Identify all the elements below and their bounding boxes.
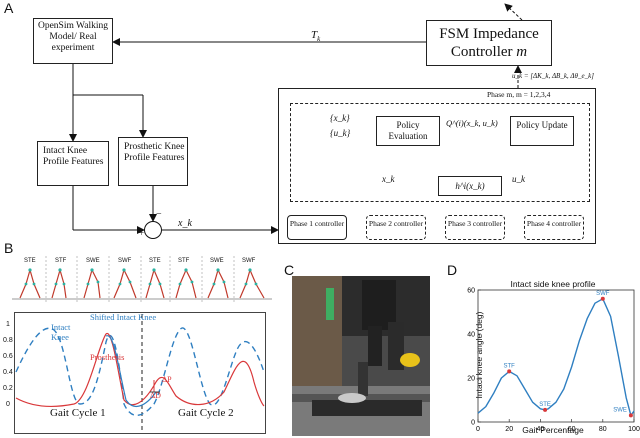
- phase-label: STF: [178, 258, 190, 264]
- fsm-m: m: [516, 44, 528, 60]
- y-tick: 0.6: [3, 353, 13, 360]
- phase-1-text: Phase 1 controller: [289, 219, 345, 228]
- y-tick-label: 0: [471, 420, 475, 427]
- prosthesis-experiment-photo: [292, 276, 430, 436]
- policy-h-box: h^i(x_k): [438, 176, 502, 196]
- gait-cycle-1-label: Gait Cycle 1: [50, 407, 106, 419]
- phase-4-controller: Phase 4 controller: [524, 215, 584, 240]
- opensim-box-text: OpenSim Walking Model/ Real experiment: [37, 21, 109, 53]
- uk-set-label: {u_k}: [330, 128, 351, 138]
- policy-evaluation-text: Policy Evaluation: [388, 120, 428, 141]
- panel-b-curves: [15, 314, 265, 432]
- x-tick-label: 80: [599, 426, 607, 433]
- y-tick: 1: [6, 321, 10, 328]
- phase-label: STE: [149, 258, 161, 264]
- policy-evaluation-box: Policy Evaluation: [376, 116, 440, 146]
- gait-cycle-2-label: Gait Cycle 2: [178, 407, 234, 419]
- chart-xlabel: Gait Percentage: [522, 425, 584, 435]
- phase-annotation: STE: [539, 402, 551, 408]
- phase-2-text: Phase 2 controller: [368, 219, 424, 228]
- xk-in-label: x_k: [382, 174, 395, 184]
- x-tick-label: 60: [568, 426, 576, 433]
- prosthetic-knee-box: Prosthetic Knee Profile Features: [118, 137, 188, 186]
- prosthesis-photo-illustration: [292, 276, 430, 436]
- y-tick: 0: [6, 401, 10, 408]
- sum-plus: +: [139, 228, 145, 238]
- panel-b-label: B: [4, 240, 14, 256]
- phase-2-controller: Phase 2 controller: [366, 215, 426, 240]
- tk-label: Tk: [311, 29, 320, 43]
- tk-label-sub: k: [317, 35, 321, 44]
- phase-annotation: STF: [504, 363, 516, 369]
- gait-stick-figures: [12, 256, 272, 302]
- uk-formula: u_k = [ΔK_k, ΔB_k, Δθ_e_k]: [512, 72, 594, 80]
- y-tick-label: 20: [467, 376, 475, 383]
- plot-area: [477, 289, 635, 423]
- gait-phase-labels: STE STF SWE SWF STE STF SWE SWF: [14, 258, 266, 270]
- x-tick-label: 40: [537, 426, 545, 433]
- phase-4-text: Phase 4 controller: [526, 219, 582, 228]
- phase-marker: [628, 413, 633, 418]
- phase-label: STE: [24, 258, 36, 264]
- panel-a-label: A: [4, 0, 14, 16]
- policy-update-text: Policy Update: [516, 120, 568, 130]
- x-tick-label: 20: [505, 426, 513, 433]
- panel-d-label: D: [447, 262, 458, 278]
- fsm-line1: FSM Impedance: [439, 26, 539, 42]
- panel-b-plot-frame: [14, 312, 266, 434]
- phase-annotation: SWE: [613, 407, 627, 413]
- phase-annotation: SWF: [596, 291, 610, 297]
- y-tick: 0.2: [3, 385, 13, 392]
- fsm-impedance-controller-box: FSM Impedance Controller m: [426, 20, 552, 66]
- prosthetic-knee-text: Prosthetic Knee Profile Features: [124, 142, 185, 163]
- summing-junction: [144, 221, 162, 239]
- chart-title: Intact side knee profile: [510, 279, 596, 289]
- opensim-box: OpenSim Walking Model/ Real experiment: [33, 18, 113, 64]
- y-tick-label: 60: [467, 288, 475, 295]
- phase-title: Phase m, m = 1,2,3,4: [487, 90, 551, 99]
- phase-label: STF: [55, 258, 67, 264]
- legend-intact-knee: Intact Knee: [51, 322, 71, 342]
- y-tick: 0.4: [3, 369, 13, 376]
- tk-label-main: T: [311, 29, 318, 41]
- knee-angle-line: [477, 298, 635, 417]
- x-tick-label: 0: [476, 426, 480, 433]
- phase-label: SWE: [86, 258, 100, 264]
- phase-label: SWF: [118, 258, 132, 264]
- uk-out-label: u_k: [512, 174, 525, 184]
- phase-marker: [507, 369, 512, 374]
- policy-update-box: Policy Update: [510, 116, 574, 146]
- phase-label: SWF: [242, 258, 256, 264]
- phase-3-text: Phase 3 controller: [447, 219, 503, 228]
- sum-minus: −: [156, 209, 162, 220]
- y-tick-label: 40: [467, 332, 475, 339]
- phase-marker: [543, 407, 548, 412]
- policy-h-text: h^i(x_k): [455, 181, 485, 191]
- delta-p-label: ΔP: [162, 375, 172, 384]
- panel-c-label: C: [284, 262, 295, 278]
- xk-set-label: {x_k}: [330, 113, 350, 123]
- legend-prosthesis: Prosthesis: [90, 352, 125, 362]
- phase-label: SWE: [210, 258, 224, 264]
- delta-d-label: ΔD: [150, 391, 161, 400]
- legend-shifted-intact-knee: Shifted Intact Knee: [90, 312, 157, 322]
- y-tick: 0.8: [3, 337, 13, 344]
- phase-marker: [600, 296, 605, 301]
- fsm-line2: Controller: [450, 44, 513, 60]
- xk-label: x_k: [178, 218, 192, 229]
- phase-1-controller: Phase 1 controller: [287, 215, 347, 240]
- intact-knee-box: Intact Knee Profile Features: [37, 141, 109, 186]
- phase-3-controller: Phase 3 controller: [445, 215, 505, 240]
- intact-knee-text: Intact Knee Profile Features: [43, 146, 104, 167]
- q-function-label: Q^(i)(x_k, u_k): [446, 118, 498, 128]
- x-tick-label: 100: [628, 426, 640, 433]
- phase-m-dashed-box: [290, 103, 590, 202]
